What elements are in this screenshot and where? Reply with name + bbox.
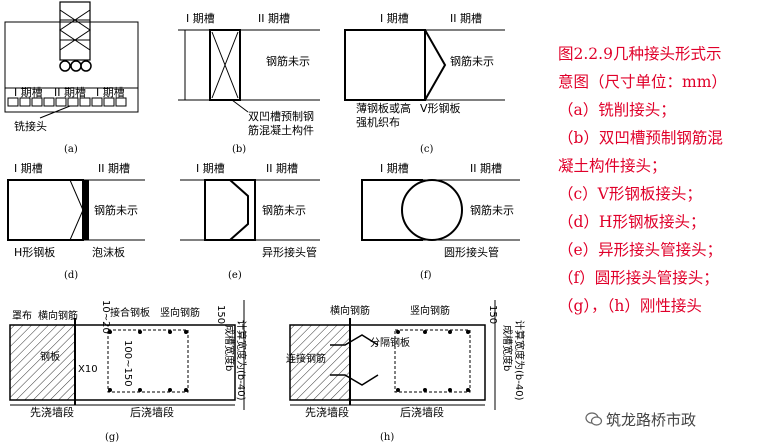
f-caption: (f) bbox=[420, 270, 432, 281]
g-label-12: 成槽宽度b bbox=[223, 325, 236, 371]
c-label-4: 薄钢板或高 bbox=[356, 101, 411, 115]
figure-d: I 期槽 II 期槽 钢筋未示 H形钢板 泡沫板 (d) bbox=[7, 162, 145, 281]
figure-g: 罩布 横向钢筋 接合钢板 竖向钢筋 钢板 10~20 100~150 X10 先… bbox=[9, 300, 248, 443]
c-label-3: 钢筋未示 bbox=[450, 54, 494, 68]
figure-e: I 期槽 II 期槽 钢筋未示 异形接头管 (e) bbox=[180, 162, 320, 281]
c-caption: (c) bbox=[420, 144, 434, 155]
b-label-3: 钢筋未示 bbox=[266, 54, 310, 68]
h-label-5: 先浇墙段 bbox=[305, 405, 349, 419]
f-label-2: II 期槽 bbox=[470, 162, 502, 175]
h-label-1: 横向钢筋 bbox=[330, 304, 370, 317]
g-label-6: 10~20 bbox=[100, 300, 111, 334]
g-label-3: 接合钢板 bbox=[110, 306, 150, 319]
d-label-3: 钢筋未示 bbox=[94, 203, 138, 217]
f-label-4: 圆形接头管 bbox=[444, 245, 499, 259]
g-label-1: 罩布 bbox=[12, 310, 32, 322]
g-label-7: 100~150 bbox=[122, 340, 133, 387]
wechat-icon bbox=[585, 412, 603, 426]
legend-item-f: （f）圆形接头管接头； bbox=[558, 269, 719, 287]
legend-item-b1: （b）双凹槽预制钢筋混 bbox=[558, 129, 723, 147]
g-label-4: 竖向钢筋 bbox=[160, 306, 200, 319]
c-label-1: I 期槽 bbox=[380, 12, 409, 25]
a-label-4: 铣接头 bbox=[14, 119, 47, 133]
figure-a: I 期槽 II 期槽 I 期槽 铣接头 (a) bbox=[4, 1, 139, 155]
d-label-1: I 期槽 bbox=[14, 162, 43, 175]
figure-b: I 期槽 II 期槽 钢筋未示 双凹槽预制钢 筋混凝土构件 (b) bbox=[178, 12, 320, 155]
h-label-4: 分隔钢板 bbox=[370, 336, 410, 349]
legend-item-gh: （g），（h）刚性接头 bbox=[558, 297, 702, 315]
h-label-7: 150 bbox=[487, 305, 498, 324]
h-label-9: 计算宽度为(b-40) bbox=[513, 320, 526, 401]
a-label-1: I 期槽 bbox=[14, 86, 43, 99]
c-label-5: 强机织布 bbox=[356, 115, 400, 129]
legend-panel: 图2.2.9几种接头形式示 意图（尺寸单位：mm） （a）铣削接头； （b）双凹… bbox=[558, 40, 758, 320]
d-label-4: H形钢板 bbox=[14, 245, 55, 259]
c-label-2: II 期槽 bbox=[450, 12, 482, 25]
g-label-5: 钢板 bbox=[40, 350, 60, 363]
a-caption: (a) bbox=[64, 144, 78, 155]
legend-item-c: （c）V形钢板接头； bbox=[558, 185, 702, 203]
legend-item-b2: 凝土构件接头； bbox=[558, 157, 667, 175]
b-label-4: 双凹槽预制钢 bbox=[248, 110, 314, 123]
g-label-10: 后浇墙段 bbox=[130, 405, 174, 419]
g-caption: (g) bbox=[105, 432, 119, 443]
e-label-3: 钢筋未示 bbox=[262, 203, 306, 217]
h-label-6: 后浇墙段 bbox=[400, 405, 444, 419]
g-label-8: X10 bbox=[78, 364, 98, 375]
g-label-13: 计算宽度为(b-40) bbox=[235, 320, 248, 401]
g-label-9: 先浇墙段 bbox=[30, 405, 74, 419]
e-label-4: 异形接头管 bbox=[262, 245, 317, 259]
d-caption: (d) bbox=[64, 270, 78, 281]
legend-title-2: 意图（尺寸单位：mm） bbox=[558, 73, 727, 91]
b-label-5: 筋混凝土构件 bbox=[248, 123, 314, 137]
legend-item-e: （e）异形接头管接头； bbox=[558, 241, 723, 259]
b-caption: (b) bbox=[232, 144, 246, 155]
e-label-1: I 期槽 bbox=[196, 162, 225, 175]
c-label-6: V形钢板 bbox=[420, 101, 461, 115]
f-label-3: 钢筋未示 bbox=[470, 203, 514, 217]
b-label-1: I 期槽 bbox=[186, 12, 215, 25]
e-label-2: II 期槽 bbox=[266, 162, 298, 175]
b-label-2: II 期槽 bbox=[258, 12, 290, 25]
g-label-2: 横向钢筋 bbox=[38, 309, 78, 322]
h-caption: (h) bbox=[380, 432, 394, 443]
figure-c: I 期槽 II 期槽 钢筋未示 薄钢板或高 强机织布 V形钢板 (c) bbox=[344, 12, 505, 155]
h-label-8: 成槽宽度b bbox=[501, 325, 514, 371]
figure-h: 横向钢筋 竖向钢筋 连接钢筋 分隔钢板 先浇墙段 后浇墙段 150 成槽宽度b … bbox=[286, 300, 526, 443]
d-label-2: II 期槽 bbox=[98, 162, 130, 175]
figure-f: I 期槽 II 期槽 钢筋未示 圆形接头管 (f) bbox=[361, 162, 520, 281]
d-label-5: 泡沫板 bbox=[92, 245, 125, 259]
f-label-1: I 期槽 bbox=[380, 162, 409, 175]
a-label-2: II 期槽 bbox=[54, 86, 86, 99]
watermark-text: 筑龙路桥市政 bbox=[606, 411, 697, 429]
g-label-11: 150 bbox=[215, 305, 226, 324]
legend-item-d: （d）H形钢板接头； bbox=[558, 213, 706, 231]
a-label-3: I 期槽 bbox=[96, 86, 125, 99]
legend-item-a: （a）铣削接头； bbox=[558, 101, 676, 119]
h-label-3: 连接钢筋 bbox=[286, 352, 326, 365]
legend-title-1: 图2.2.9几种接头形式示 bbox=[558, 45, 722, 63]
e-caption: (e) bbox=[228, 270, 242, 281]
h-label-2: 竖向钢筋 bbox=[410, 304, 450, 317]
